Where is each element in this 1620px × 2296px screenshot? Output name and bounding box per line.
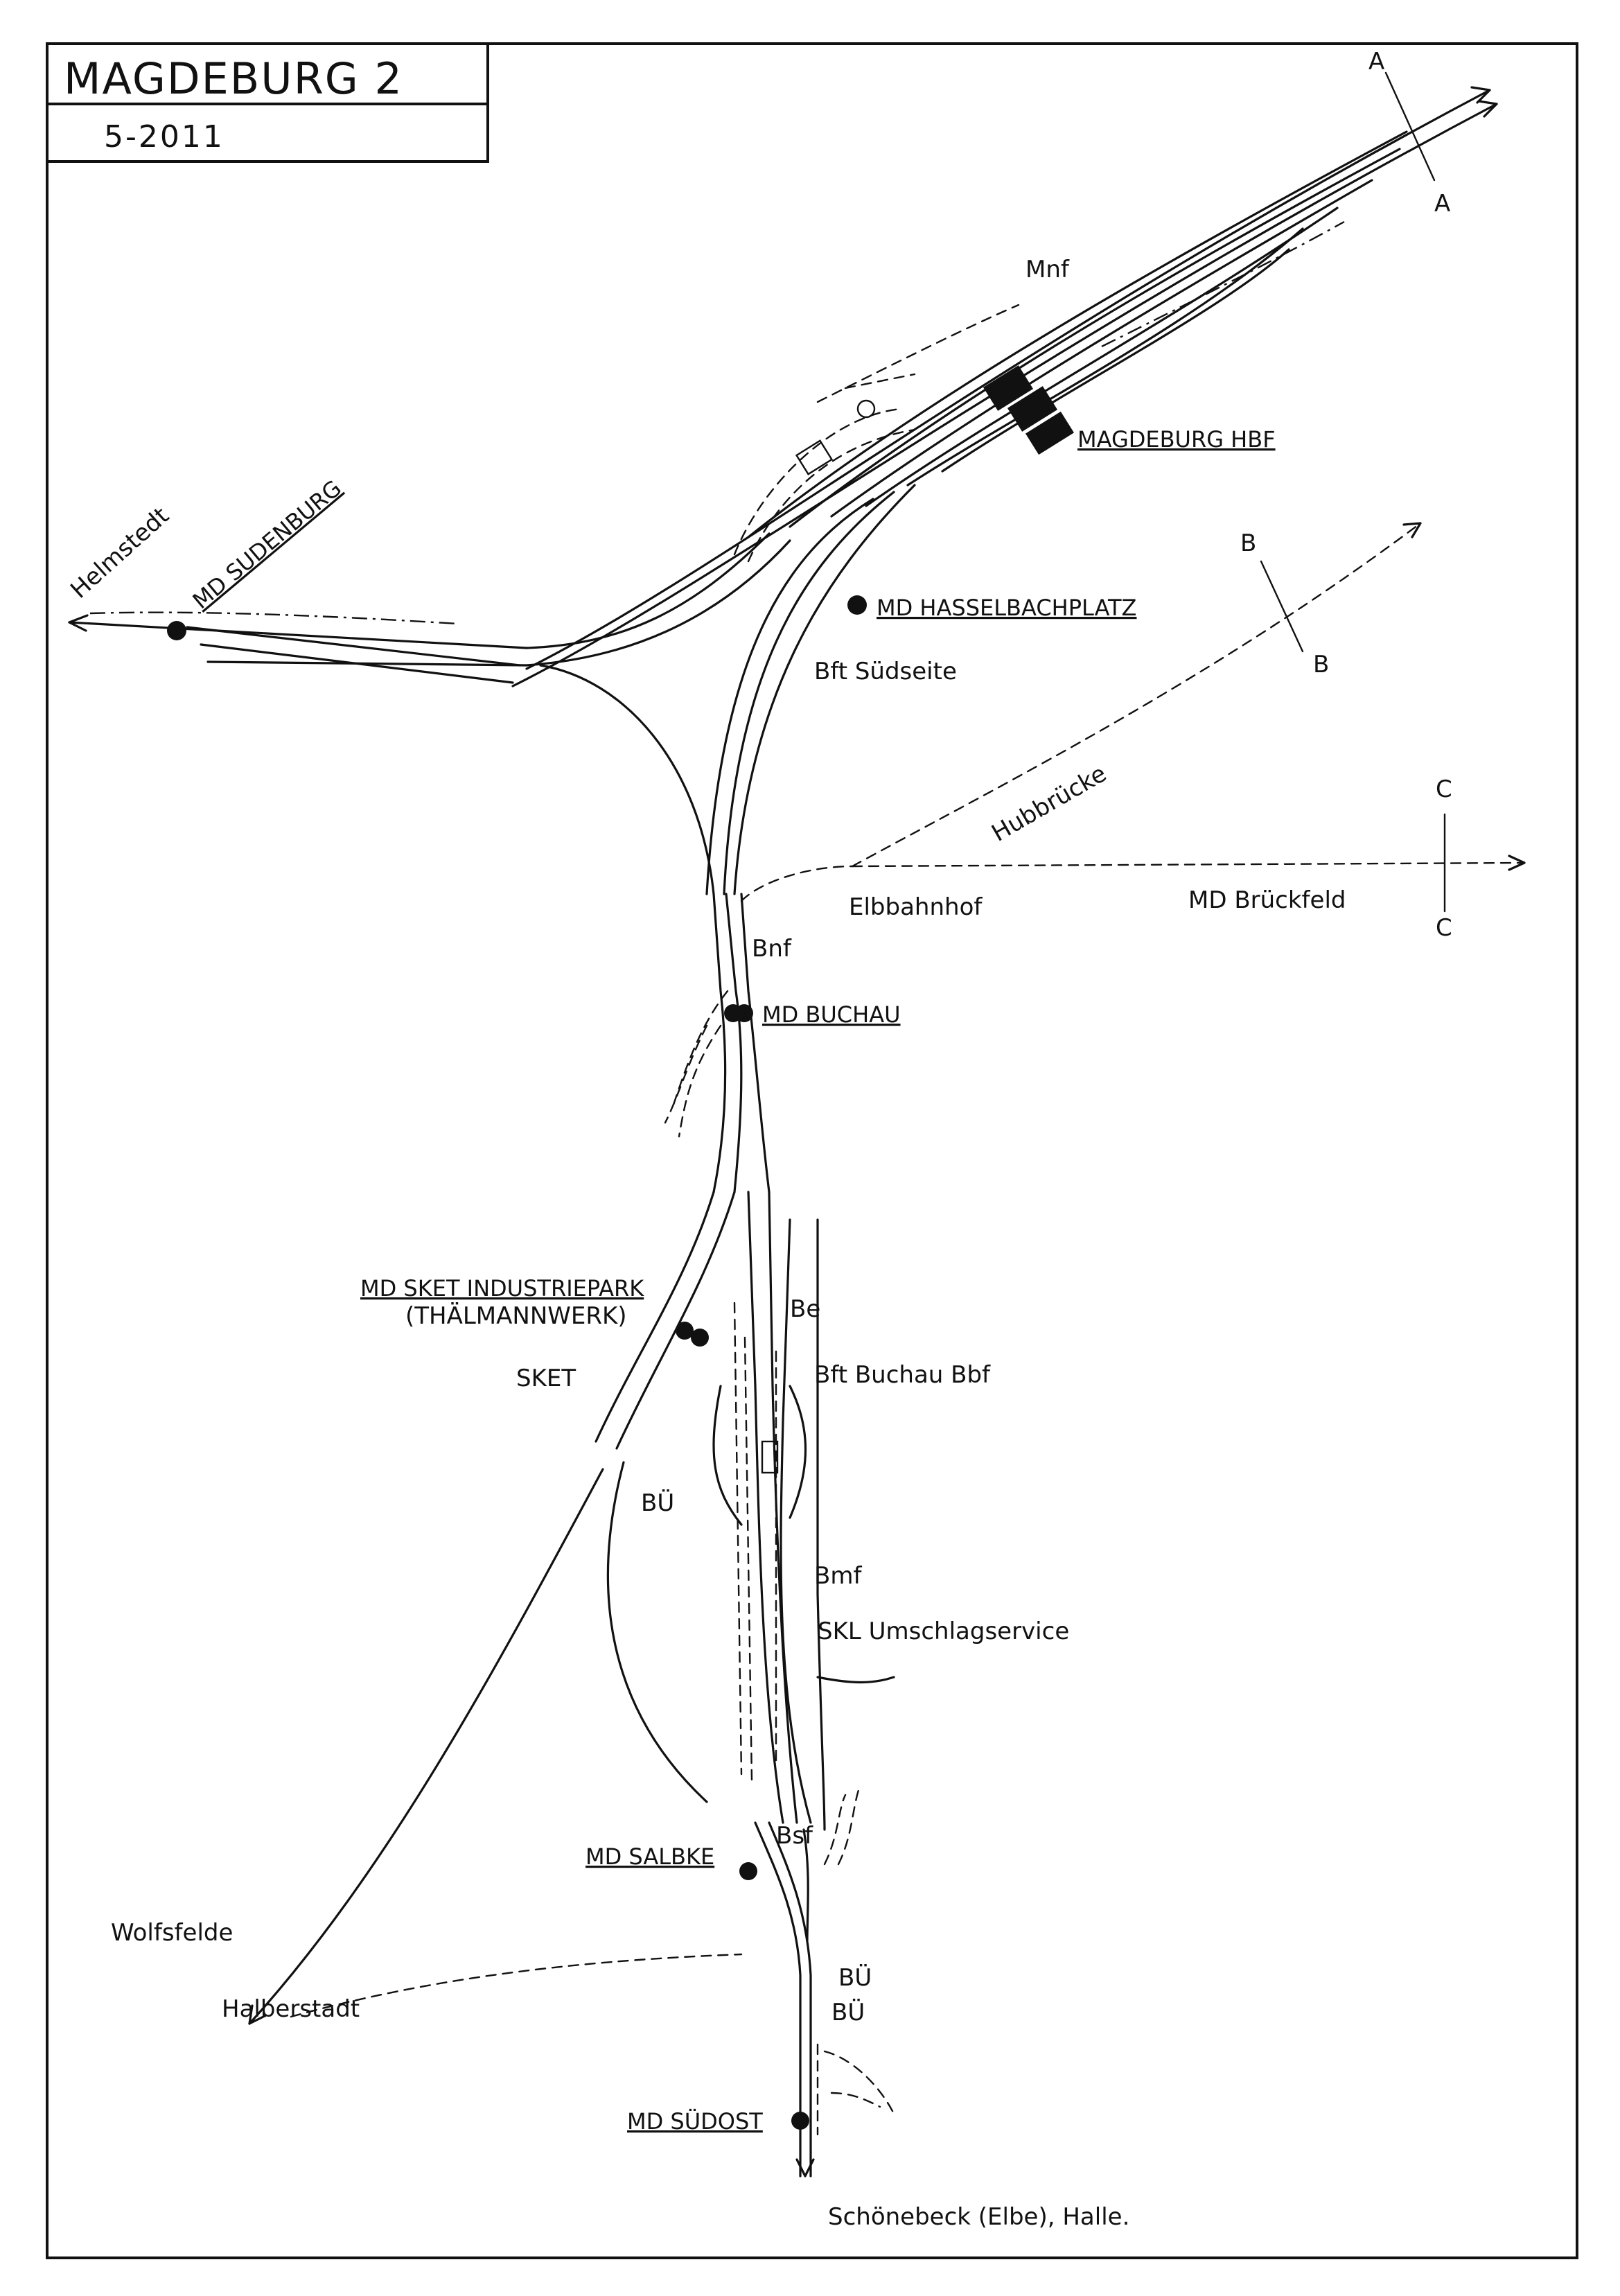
label-hubbruecke: Hubbrücke <box>987 760 1111 848</box>
section-marks <box>1260 71 1446 913</box>
section-b-bottom: B <box>1313 651 1329 678</box>
label-wolfsfelde: Wolfsfelde <box>111 1919 233 1947</box>
section-labels: A A B B C C <box>1240 48 1452 942</box>
map-frame <box>46 42 1578 2259</box>
label-md-brueckfeld: MD Brückfeld <box>1188 886 1346 914</box>
station-dot-suedost <box>791 2112 809 2130</box>
station-labels: MAGDEBURG HBF MD SUDENBURG MD HASSELBACH… <box>188 426 1276 2135</box>
direction-arrows <box>68 86 1526 2177</box>
station-dot-buchau-b <box>735 1004 753 1022</box>
label-magdeburg-hbf: MAGDEBURG HBF <box>1077 426 1276 453</box>
hbf-platforms <box>761 365 1074 1474</box>
destination-helmstedt: Helmstedt <box>65 502 175 604</box>
label-bnf: Bnf <box>752 935 792 963</box>
station-dot-sket-b <box>691 1329 709 1347</box>
section-b-top: B <box>1240 529 1256 557</box>
label-be: Be <box>790 1295 820 1323</box>
station-dot-sudenburg <box>167 621 186 640</box>
label-md-salbke: MD SALBKE <box>586 1843 714 1870</box>
label-bsf: Bsf <box>776 1822 813 1850</box>
other-lines <box>89 220 1345 625</box>
label-md-sket-industriepark: MD SKET INDUSTRIEPARK <box>360 1275 644 1302</box>
station-dot-sket-a <box>676 1322 694 1340</box>
label-bue-1: BÜ <box>641 1489 674 1517</box>
section-a-top: A <box>1368 48 1384 76</box>
map-edition: 5-2011 <box>104 119 224 155</box>
label-bft-buchau-bbf: Bft Buchau Bbf <box>814 1361 991 1389</box>
destination-halberstadt: Halberstadt <box>222 1995 360 2023</box>
station-dot-salbke <box>739 1862 757 1880</box>
label-skl-umschlagservice: SKL Umschlagservice <box>818 1618 1069 1645</box>
label-sket: SKET <box>516 1365 576 1392</box>
label-md-hasselbachplatz: MD HASSELBACHPLATZ <box>877 595 1136 621</box>
label-thaelmannwerk: (THÄLMANNWERK) <box>405 1302 627 1330</box>
station-dots <box>167 595 867 2130</box>
label-bue-2: BÜ <box>838 1963 872 1992</box>
destination-schoenebeck: Schönebeck (Elbe), Halle. <box>828 2203 1129 2231</box>
section-c-bottom: C <box>1436 914 1452 942</box>
section-c-top: C <box>1436 775 1452 803</box>
label-bue-3: BÜ <box>831 1998 865 2026</box>
map-title: MAGDEBURG 2 <box>64 53 403 104</box>
label-md-sudenburg: MD SUDENBURG <box>188 475 346 614</box>
title-block: MAGDEBURG 2 5-2011 <box>46 42 489 163</box>
label-md-suedost: MD SÜDOST <box>627 2108 763 2135</box>
station-dot-hasselbachplatz <box>847 595 867 615</box>
label-elbbahnhof: Elbbahnhof <box>849 893 983 921</box>
label-mnf: Mnf <box>1025 256 1070 283</box>
section-a-bottom: A <box>1434 190 1450 218</box>
label-bft-suedseite: Bft Südseite <box>814 658 957 685</box>
label-bmf: Bmf <box>814 1562 862 1590</box>
sidings <box>290 304 1526 2136</box>
label-md-buchau: MD BUCHAU <box>762 1001 901 1028</box>
main-tracks <box>68 89 1498 2177</box>
